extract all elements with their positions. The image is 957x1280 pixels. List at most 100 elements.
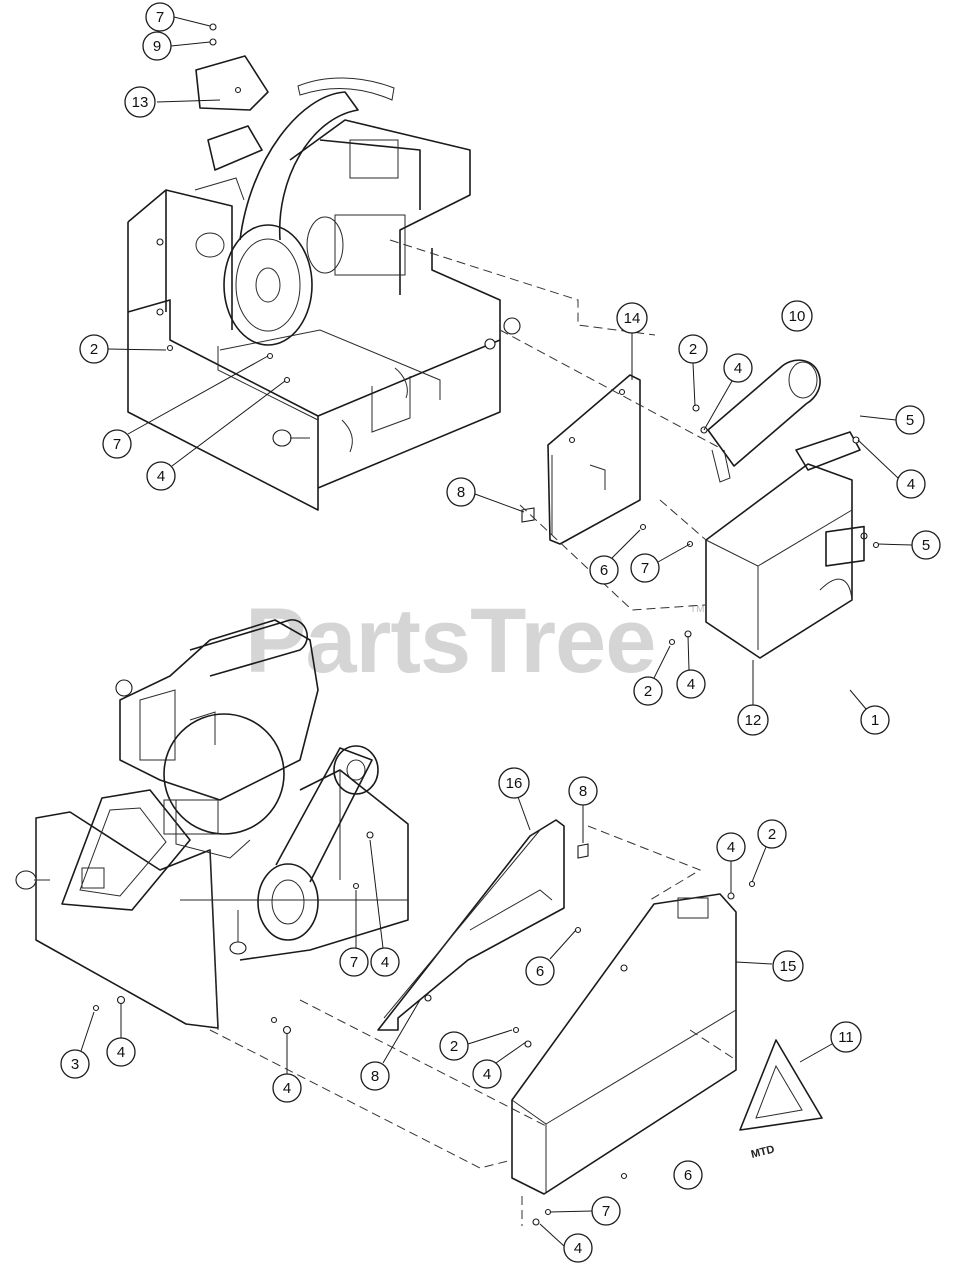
- callout-bubble: [525, 956, 555, 986]
- callout-c-7-d: 7: [549, 1196, 621, 1226]
- callout-c-4-j: 4: [539, 1223, 593, 1263]
- callout-number: 6: [600, 562, 608, 579]
- callout-c-13: 13: [124, 86, 221, 118]
- callout-bubble: [102, 429, 132, 459]
- callout-bubble: [79, 334, 109, 364]
- callout-c-4-e: 4: [716, 832, 746, 893]
- callout-number: 7: [602, 1203, 610, 1220]
- callout-leader: [107, 348, 167, 351]
- callout-number: 4: [157, 468, 165, 485]
- callout-leader: [849, 689, 867, 710]
- callout-number: 2: [90, 341, 98, 358]
- callout-bubble: [568, 776, 598, 806]
- callout-number: 2: [450, 1038, 458, 1055]
- callout-c-8-a: 8: [446, 477, 525, 513]
- callout-leader: [877, 543, 913, 546]
- callout-number: 4: [907, 476, 915, 493]
- callout-leader: [653, 645, 671, 679]
- callout-bubble: [272, 1073, 302, 1103]
- callout-c-2-c: 2: [633, 645, 671, 706]
- callout-bubble: [676, 669, 706, 699]
- callout-bubble: [616, 302, 648, 334]
- callout-leader: [611, 529, 641, 559]
- callout-leader: [687, 635, 690, 671]
- callout-c-7-a: 7: [102, 355, 269, 459]
- callout-bubble: [781, 300, 813, 332]
- decal-logo-text: MTD: [750, 1143, 776, 1160]
- callout-number: 7: [641, 560, 649, 577]
- discharge-chute-12: [668, 359, 880, 659]
- callout-c-15: 15: [735, 950, 804, 982]
- callout-bubble: [60, 1049, 90, 1079]
- callout-leader: [170, 41, 211, 47]
- side-panel-14: [521, 374, 647, 545]
- callout-bubble: [498, 767, 530, 799]
- callout-bubble: [439, 1031, 469, 1061]
- callout-number: 12: [745, 712, 762, 729]
- callout-bubble: [830, 1021, 862, 1053]
- callout-bubble: [360, 1061, 390, 1091]
- callout-bubble: [772, 950, 804, 982]
- callout-c-11: 11: [799, 1021, 862, 1063]
- callout-number: 8: [457, 484, 465, 501]
- callout-number: 2: [644, 683, 652, 700]
- callout-number: 6: [536, 963, 544, 980]
- upper-frame-assembly: [127, 23, 521, 511]
- callout-c-10: 10: [781, 300, 813, 332]
- callout-leader: [369, 839, 384, 949]
- callout-c-4-a: 4: [146, 380, 286, 491]
- callout-c-7-b: 7: [630, 543, 691, 583]
- callout-number: 7: [156, 9, 164, 26]
- callout-bubble: [673, 1160, 703, 1190]
- callout-number: 4: [734, 360, 742, 377]
- callout-leader: [156, 99, 221, 103]
- callout-bubble: [737, 704, 769, 736]
- callout-leader: [539, 1223, 565, 1247]
- callout-c-4-d: 4: [676, 635, 706, 699]
- watermark-trademark: TM: [690, 604, 704, 615]
- callout-leader: [474, 493, 525, 513]
- callout-c-16: 16: [498, 767, 531, 831]
- callout-bubble: [124, 86, 156, 118]
- callout-bubble: [633, 676, 663, 706]
- callout-number: 8: [371, 1068, 379, 1085]
- callout-c-6-b: 6: [525, 929, 577, 986]
- callout-bubble: [723, 353, 753, 383]
- callout-number: 2: [768, 826, 776, 843]
- callout-c-5-a: 5: [859, 405, 925, 435]
- callout-c-4-f: 4: [369, 839, 400, 977]
- callout-number: 4: [381, 954, 389, 971]
- callout-leader: [857, 439, 899, 479]
- callout-bubble: [370, 947, 400, 977]
- callout-number: 16: [506, 775, 523, 792]
- callout-leader: [127, 355, 269, 435]
- callout-leader: [517, 796, 531, 831]
- callout-number: 11: [838, 1029, 854, 1046]
- callout-c-7-top: 7: [145, 2, 211, 32]
- watermark: PartsTree: [245, 590, 655, 692]
- callout-bubble: [630, 553, 660, 583]
- side-cover-15: [511, 880, 756, 1226]
- callout-number: 4: [483, 1066, 491, 1083]
- callout-c-2-a: 2: [79, 334, 167, 364]
- callout-c-4-b: 4: [703, 353, 753, 431]
- callout-c-2-e: 2: [439, 1029, 513, 1061]
- callout-number: 4: [687, 676, 695, 693]
- callout-number: 14: [624, 310, 641, 327]
- callout-c-9: 9: [142, 31, 211, 61]
- callout-leader: [859, 415, 897, 421]
- callout-bubble: [591, 1196, 621, 1226]
- callout-leader: [799, 1043, 833, 1063]
- callout-bubble: [145, 2, 175, 32]
- callout-bubble: [146, 461, 176, 491]
- callout-number: 4: [117, 1044, 125, 1061]
- callout-c-4-h: 4: [472, 1041, 527, 1089]
- callout-leader: [549, 1210, 593, 1213]
- callout-number: 4: [727, 839, 735, 856]
- belt-guard-16: [377, 819, 589, 1031]
- callout-number: 10: [789, 308, 806, 325]
- callout-c-6-c: 6: [673, 1160, 703, 1190]
- callout-leader: [467, 1029, 513, 1045]
